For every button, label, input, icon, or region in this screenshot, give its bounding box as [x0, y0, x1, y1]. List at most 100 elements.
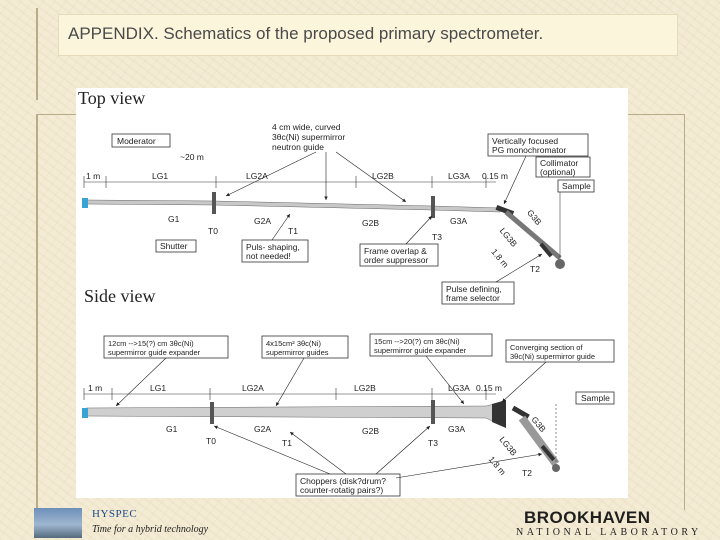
frame-overlap-1: Frame overlap & [364, 246, 427, 256]
schematic-panel: Top view Moderator 4 cm wide, curved 3θc… [76, 88, 628, 498]
side-moderator-mark [82, 408, 88, 418]
side-lg3b: LG3B [497, 435, 519, 458]
mid-guides-line-1: 4x15cm² 3θc(Ni) [266, 339, 322, 348]
mid-guides-line-2: supermirror guides [266, 348, 329, 357]
side-chopper-t3 [431, 400, 435, 424]
pulse-defining-1: Pulse defining, [446, 284, 502, 294]
expander-2-box [369, 333, 493, 357]
side-g2a: G2A [254, 424, 271, 434]
schematic-diagram: Top view Moderator 4 cm wide, curved 3θc… [78, 88, 615, 497]
pulse-defining-box [441, 281, 515, 305]
top-lg1: LG1 [152, 171, 168, 181]
top-g3b: G3B [525, 208, 544, 228]
collimator-label-1: Collimator [540, 158, 578, 168]
top-lg2b: LG2B [372, 171, 394, 181]
top-sample-label: Sample [562, 181, 591, 191]
side-015m: 0.15 m [476, 383, 502, 393]
collimator-label-2: (optional) [540, 167, 576, 177]
lab-logo-name: BROOKHAVEN [524, 508, 651, 527]
side-converging-section [492, 400, 506, 428]
pg-mono-label-2: PG monochromator [492, 145, 566, 155]
choppers-line-1: Choppers (disk?drum? [300, 476, 386, 486]
title-box [58, 14, 678, 56]
frame-line-vertical [36, 8, 38, 100]
moderator-box [111, 133, 171, 148]
side-sample-circle [552, 464, 560, 472]
top-view-heading: Top view [78, 88, 145, 108]
side-g3a: G3A [448, 424, 465, 434]
side-sample-label: Sample [581, 393, 610, 403]
side-chopper-t0 [210, 402, 214, 424]
expander-1-line-1: 12cm -->15(?) cm 3θc(Ni) [108, 339, 194, 348]
top-g2b: G2B [362, 218, 379, 228]
converging-line-1: Converging section of [510, 343, 583, 352]
pg-mono-box [487, 133, 589, 157]
hyspec-logo-image [34, 508, 82, 538]
distance-20m: ~20 m [180, 152, 204, 162]
frame-overlap-box [359, 243, 439, 267]
top-chopper-t3 [431, 196, 435, 218]
side-monochromator [511, 405, 530, 420]
slide-title: APPENDIX. Schematics of the proposed pri… [68, 24, 544, 43]
top-chopper-t2 [539, 242, 553, 258]
side-lg2a: LG2A [242, 383, 264, 393]
shutter-box [155, 239, 197, 253]
side-g2b: G2B [362, 426, 379, 436]
side-lg2b: LG2B [354, 383, 376, 393]
top-sample-circle [555, 259, 565, 269]
side-lg3a: LG3A [448, 383, 470, 393]
top-guide-note-2: 3θc(Ni) supermirror [272, 132, 345, 142]
side-1m: 1 m [88, 383, 102, 393]
top-1m: 1 m [86, 171, 100, 181]
side-t3: T3 [428, 438, 438, 448]
top-g1: G1 [168, 214, 180, 224]
side-g1: G1 [166, 424, 178, 434]
top-t1: T1 [288, 226, 298, 236]
top-moderator-mark [82, 198, 88, 208]
top-lg3b: LG3B [498, 226, 520, 249]
top-t2: T2 [530, 264, 540, 274]
expander-2-line-1: 15cm -->20(?) cm 3θc(Ni) [374, 337, 460, 346]
top-guide-beam [85, 199, 501, 213]
frame-line-right [684, 114, 685, 510]
top-secondary-arm [504, 210, 562, 260]
side-dist-18m: 1.8 m [487, 454, 508, 477]
project-tagline: Time for a hybrid technology [92, 524, 209, 535]
top-guide-note-1: 4 cm wide, curved [272, 122, 341, 132]
top-dist-18m: 1.8 m [489, 247, 510, 270]
collimator-box [535, 156, 591, 178]
moderator-label: Moderator [117, 136, 156, 146]
puls-shaping-box [241, 239, 309, 263]
converging-box [505, 339, 615, 363]
side-chopper-t2 [540, 444, 556, 462]
pg-mono-label-1: Vertically focused [492, 136, 558, 146]
converging-line-2: 3θc(Ni) supermirror guide [510, 352, 595, 361]
choppers-line-2: counter-rotatig pairs?) [300, 485, 383, 495]
side-sample-box [575, 391, 615, 405]
top-015m: 0.15 m [482, 171, 508, 181]
project-name: HYSPEC [92, 508, 138, 520]
shutter-label: Shutter [160, 241, 188, 251]
side-lg1: LG1 [150, 383, 166, 393]
top-lg2a: LG2A [246, 171, 268, 181]
choppers-box [295, 473, 401, 497]
top-chopper-t0 [212, 192, 216, 214]
expander-2-line-2: supermirror guide expander [374, 346, 467, 355]
mid-guides-box [261, 335, 349, 359]
puls-shaping-1: Puls- shaping, [246, 242, 300, 252]
frame-overlap-2: order suppressor [364, 255, 428, 265]
side-view-heading: Side view [84, 286, 156, 306]
expander-1-line-2: supermirror guide expander [108, 348, 201, 357]
top-t0: T0 [208, 226, 218, 236]
side-t0: T0 [206, 436, 216, 446]
top-t3: T3 [432, 232, 442, 242]
lab-logo-subtitle: NATIONAL LABORATORY [516, 527, 702, 538]
top-g2a: G2A [254, 216, 271, 226]
top-guide-note-3: neutron guide [272, 142, 324, 152]
side-t2: T2 [522, 468, 532, 478]
pulse-defining-2: frame selector [446, 293, 500, 303]
side-t1: T1 [282, 438, 292, 448]
top-sample-box [557, 179, 595, 193]
top-g3a: G3A [450, 216, 467, 226]
top-lg3a: LG3A [448, 171, 470, 181]
